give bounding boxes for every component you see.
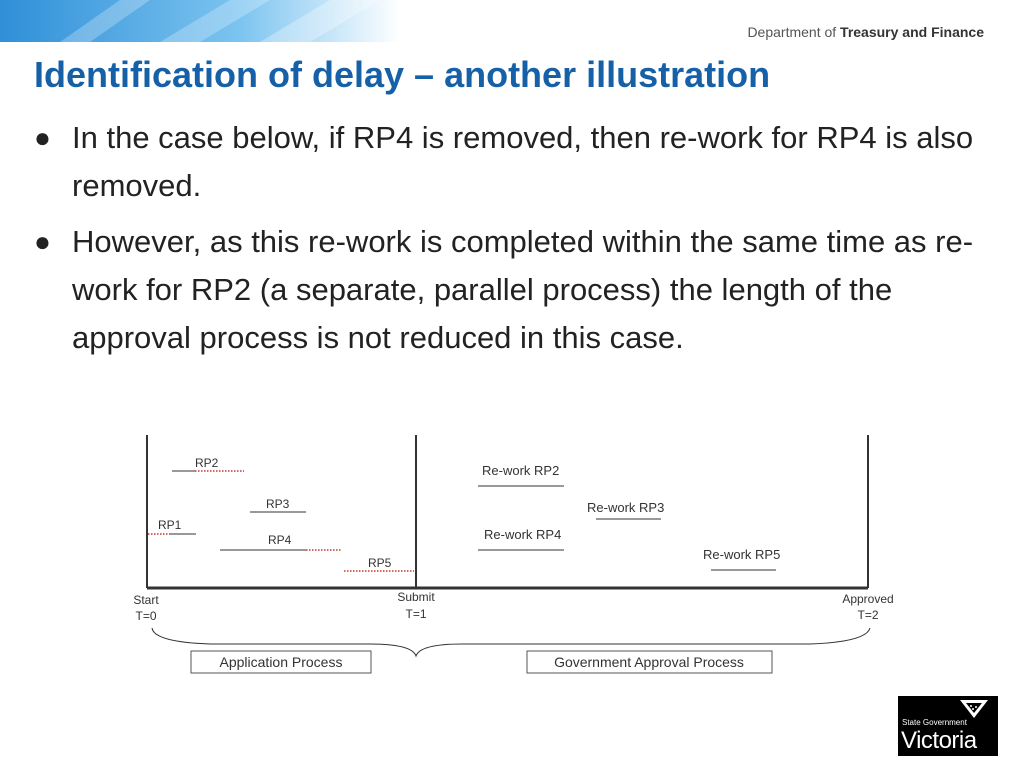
bullet-text: In the case below, if RP4 is removed, th… [72, 120, 974, 203]
slide-title: Identification of delay – another illust… [34, 54, 771, 95]
rp1-label: RP1 [158, 518, 182, 532]
timeline-diagram: RP2 RP3 RP1 RP4 RP5 Re-work RP2 Re-work … [133, 435, 894, 674]
dept-name: Treasury and Finance [840, 24, 984, 40]
application-process-box [190, 650, 372, 674]
rp4-label: RP4 [268, 533, 292, 547]
rp5-label: RP5 [368, 556, 392, 570]
bullet-text: However, as this re-work is completed wi… [72, 224, 974, 355]
approved-time: T=2 [857, 608, 878, 622]
start-label: Start [133, 593, 159, 607]
government-process-label: Government Approval Process [554, 654, 744, 670]
state-government-text: State Government [902, 718, 967, 727]
rework-rp3-label: Re-work RP3 [587, 500, 664, 515]
approved-label: Approved [842, 592, 893, 606]
start-time: T=0 [135, 609, 156, 623]
department-logo: Department of Treasury and Finance [747, 24, 984, 40]
victoria-text: Victoria [901, 727, 977, 754]
victoria-logo: State Government Victoria [898, 696, 998, 756]
rp3-label: RP3 [266, 497, 290, 511]
dept-prefix: Department of [747, 24, 837, 40]
submit-label: Submit [397, 590, 435, 604]
bullet-item: ● In the case below, if RP4 is removed, … [30, 114, 990, 210]
bullet-icon: ● [34, 122, 51, 153]
rp2-label: RP2 [195, 456, 219, 470]
victoria-triangle-icon [960, 700, 988, 718]
rework-rp5-label: Re-work RP5 [703, 547, 780, 562]
bullet-item: ● However, as this re-work is completed … [30, 218, 990, 362]
rework-rp2-label: Re-work RP2 [482, 463, 559, 478]
government-process-box [526, 650, 773, 674]
bullet-icon: ● [34, 226, 51, 257]
phase-brace [151, 627, 871, 658]
top-banner-graphic [0, 0, 400, 42]
application-process-label: Application Process [220, 654, 343, 670]
bullet-list: ● In the case below, if RP4 is removed, … [30, 114, 990, 370]
submit-time: T=1 [405, 607, 426, 621]
rework-rp4-label: Re-work RP4 [484, 527, 561, 542]
